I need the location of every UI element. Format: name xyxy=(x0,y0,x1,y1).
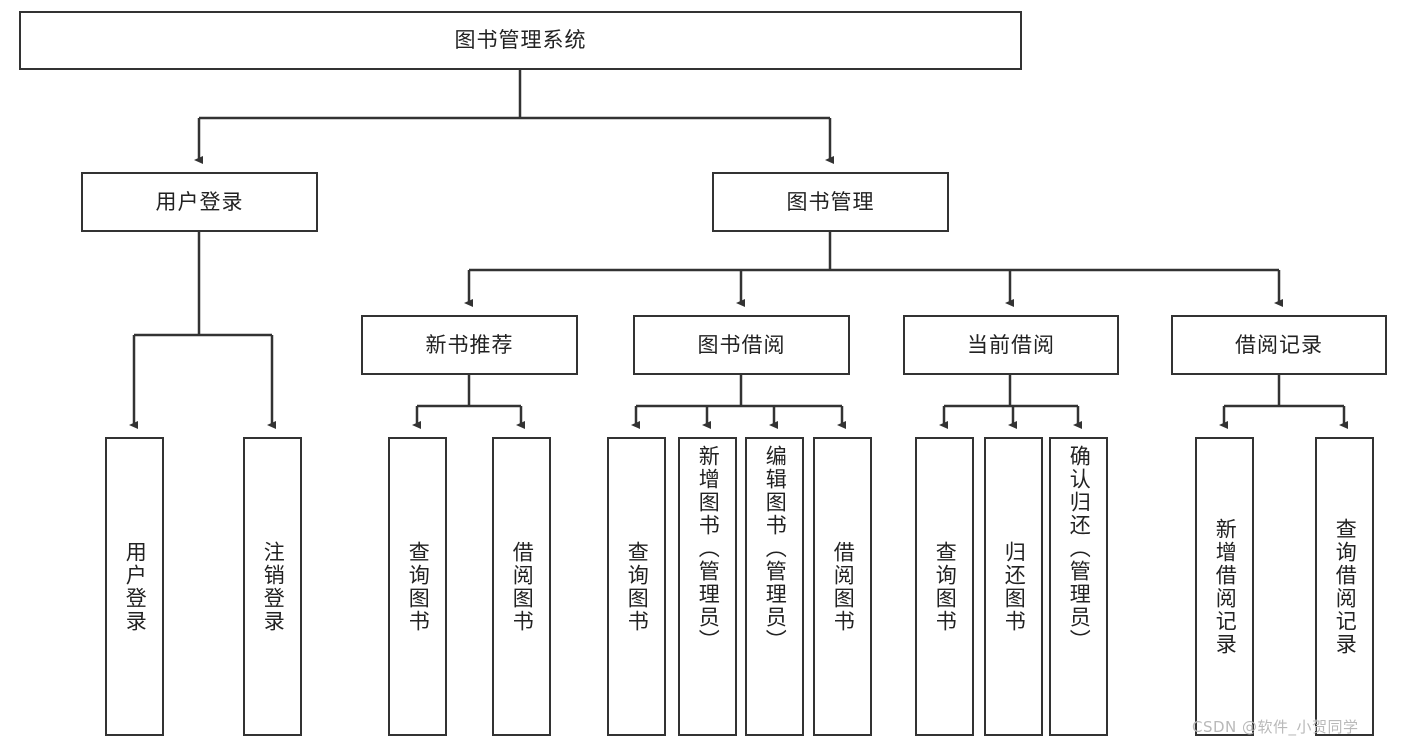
node-book-borrow-label: 图书借阅 xyxy=(697,332,786,357)
leaf-label: 查询图书 xyxy=(406,540,431,633)
leaf-record-query[interactable]: 查询借阅记录 xyxy=(1315,437,1374,736)
node-root-label: 图书管理系统 xyxy=(454,28,587,53)
leaf-borrow-query-book[interactable]: 查询图书 xyxy=(607,437,666,736)
leaf-new-book-borrow[interactable]: 借阅图书 xyxy=(492,437,551,736)
leaf-label: 借阅图书 xyxy=(831,540,856,633)
leaf-current-query-book[interactable]: 查询图书 xyxy=(915,437,974,736)
node-new-book-recommend-label: 新书推荐 xyxy=(425,332,514,357)
leaf-label: 注销登录 xyxy=(261,540,286,633)
node-borrow-record[interactable]: 借阅记录 xyxy=(1171,315,1387,375)
leaf-label: 编辑图书（管理员） xyxy=(763,445,788,652)
leaf-borrow-edit-book[interactable]: 编辑图书（管理员） xyxy=(745,437,804,736)
leaf-label: 查询图书 xyxy=(933,540,958,633)
leaf-new-book-query[interactable]: 查询图书 xyxy=(388,437,447,736)
leaf-label: 借阅图书 xyxy=(510,540,535,633)
leaf-current-return-book[interactable]: 归还图书 xyxy=(984,437,1043,736)
leaf-user-login-signin[interactable]: 用户登录 xyxy=(105,437,164,736)
node-book-management-label: 图书管理 xyxy=(786,189,875,214)
leaf-borrow-add-book[interactable]: 新增图书（管理员） xyxy=(678,437,737,736)
node-current-borrow-label: 当前借阅 xyxy=(967,332,1055,357)
watermark: CSDN @软件_小贺同学 xyxy=(1192,718,1359,736)
node-user-login[interactable]: 用户登录 xyxy=(81,172,318,232)
leaf-label: 归还图书 xyxy=(1002,540,1027,633)
leaf-label: 新增图书（管理员） xyxy=(696,445,721,652)
node-book-borrow[interactable]: 图书借阅 xyxy=(633,315,850,375)
leaf-label: 查询图书 xyxy=(625,540,650,633)
leaf-label: 确认归还（管理员） xyxy=(1067,445,1092,652)
node-root[interactable]: 图书管理系统 xyxy=(19,11,1022,70)
node-borrow-record-label: 借阅记录 xyxy=(1235,332,1323,357)
node-current-borrow[interactable]: 当前借阅 xyxy=(903,315,1119,375)
leaf-label: 查询借阅记录 xyxy=(1333,517,1358,656)
node-book-management[interactable]: 图书管理 xyxy=(712,172,949,232)
leaf-label: 新增借阅记录 xyxy=(1213,517,1238,656)
leaf-user-login-signout[interactable]: 注销登录 xyxy=(243,437,302,736)
leaf-label: 用户登录 xyxy=(123,540,148,633)
leaf-borrow-borrow-book[interactable]: 借阅图书 xyxy=(813,437,872,736)
node-user-login-label: 用户登录 xyxy=(155,189,244,214)
leaf-current-confirm-return[interactable]: 确认归还（管理员） xyxy=(1049,437,1108,736)
leaf-record-add[interactable]: 新增借阅记录 xyxy=(1195,437,1254,736)
node-new-book-recommend[interactable]: 新书推荐 xyxy=(361,315,578,375)
